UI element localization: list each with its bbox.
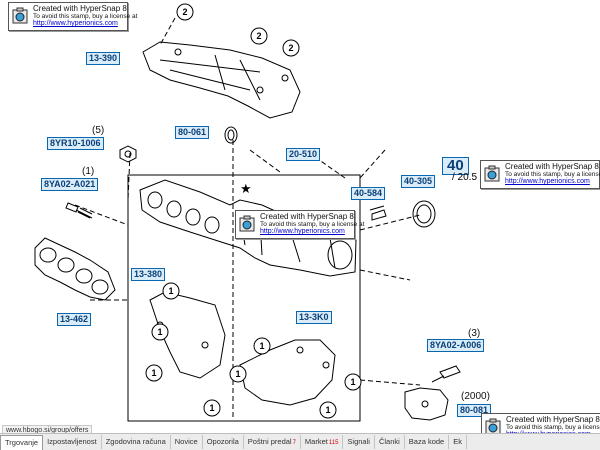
tab-clanki[interactable]: Članki	[375, 435, 405, 449]
watermark-stamp: Created with HyperSnap 8 To avoid this s…	[8, 2, 137, 31]
camera-icon	[12, 7, 28, 24]
camera-icon	[484, 165, 500, 182]
stud-bolt-left	[65, 202, 93, 219]
count-badge: 7	[292, 440, 296, 446]
callout-number: 1	[151, 368, 156, 378]
callout-number: 2	[256, 31, 261, 41]
tab-novice[interactable]: Novice	[171, 435, 203, 449]
camera-icon	[239, 215, 255, 232]
tab-izpostavljenost[interactable]: Izpostavljenost	[43, 435, 102, 449]
callout-number: 1	[157, 327, 162, 337]
part-code[interactable]: 80-061	[175, 126, 210, 139]
star-marker: ★	[240, 181, 252, 196]
part-code-partial[interactable]: 40	[442, 157, 469, 175]
gasket-ring-large	[412, 200, 436, 228]
count-badge: 115	[328, 440, 339, 446]
tab-signali[interactable]: Signali	[343, 435, 375, 449]
exhaust-manifold-parts-diagram: 2 2 2 1 1 1 1 1 1 1 1 ★	[34, 3, 461, 422]
heat-shield-upper	[142, 41, 301, 119]
heat-shield-lower-left	[149, 291, 226, 379]
manifold-gasket	[34, 237, 116, 301]
stud-bolt-right	[369, 205, 387, 221]
part-code[interactable]: 20-510	[286, 148, 321, 161]
callout-number: 2	[288, 43, 293, 53]
part-code[interactable]: 40-584	[351, 187, 386, 200]
part-code[interactable]: 40-305	[401, 175, 436, 188]
part-code[interactable]: 8YR10-1006	[47, 137, 104, 150]
watermark-stamp: Created with HyperSnap 8 To avoid this s…	[235, 210, 364, 239]
nut	[119, 145, 137, 163]
tab-opozorila[interactable]: Opozorila	[203, 435, 244, 449]
part-code[interactable]: 13-3K0	[296, 311, 332, 324]
watermark-link[interactable]: http://www.hyperionics.com	[260, 228, 345, 235]
exhaust-manifold	[139, 179, 357, 277]
heat-shield-lower-right	[239, 339, 336, 406]
callout-number: 1	[168, 286, 173, 296]
callout-number: 2	[182, 7, 187, 17]
bracket	[404, 387, 449, 421]
assembly-frame	[127, 174, 361, 422]
quantity-label: (3)	[468, 328, 481, 339]
tab-zgodovina-racuna[interactable]: Zgodovina računa	[102, 435, 171, 449]
callout-number: 1	[209, 403, 214, 413]
part-code[interactable]: 13-462	[57, 313, 92, 326]
part-code-sub: / 20.5	[452, 172, 478, 183]
watermark-link[interactable]: http://www.hyperionics.com	[33, 20, 118, 27]
part-code[interactable]: 13-380	[131, 268, 166, 281]
part-code[interactable]: 8YA02-A006	[427, 339, 485, 352]
quantity-label: (5)	[92, 125, 105, 136]
tab-ek[interactable]: Ek	[449, 435, 467, 449]
watermark-link[interactable]: http://www.hyperionics.com	[505, 178, 590, 185]
tab-baza-kode[interactable]: Baza kode	[405, 435, 450, 449]
callout-number: 1	[325, 405, 330, 415]
bolt-lower-right	[431, 365, 461, 383]
quantity-label: (1)	[82, 166, 95, 177]
callout-number: 1	[259, 341, 264, 351]
part-code[interactable]: 8YA02-A021	[41, 178, 99, 191]
watermark-stamp: Created with HyperSnap 8 To avoid this s…	[480, 160, 600, 189]
callout-number: 1	[350, 377, 355, 387]
tab-postni-predal[interactable]: Poštni predal7	[244, 435, 301, 449]
quantity-label: (2000)	[461, 391, 490, 402]
bottom-tab-bar: Trgovanje Izpostavljenost Zgodovina raču…	[0, 433, 600, 450]
gasket-ring-small	[224, 126, 238, 144]
tab-market[interactable]: Market115	[301, 435, 344, 449]
callout-number: 1	[235, 369, 240, 379]
part-code[interactable]: 13-390	[86, 52, 121, 65]
tab-trgovanje[interactable]: Trgovanje	[0, 434, 44, 450]
